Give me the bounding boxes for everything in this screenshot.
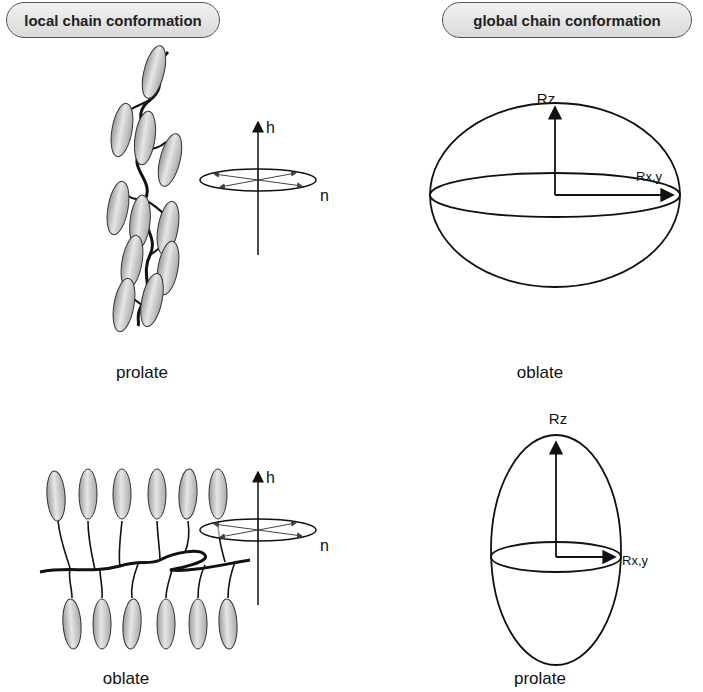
radius-label: Rz: [549, 410, 567, 427]
polymer-chain-oblate: [40, 469, 250, 650]
shape-label: prolate: [514, 669, 566, 689]
oblate-ellipsoid: [430, 103, 680, 287]
radius-label: Rx,y: [636, 169, 662, 184]
radius-label: Rz: [537, 90, 555, 107]
header-text: global chain conformation: [473, 12, 661, 29]
header-text: local chain conformation: [24, 12, 202, 29]
shape-label: oblate: [517, 363, 563, 383]
axis-label: n: [320, 187, 329, 205]
shape-label: oblate: [103, 669, 149, 689]
axis-label: h: [266, 469, 275, 487]
axis-label: n: [320, 537, 329, 555]
header-pill: global chain conformation: [442, 2, 692, 38]
axis-label: h: [266, 119, 275, 137]
director-symbol: [200, 472, 316, 605]
radius-label: Rx,y: [622, 553, 648, 568]
polymer-chain-prolate: [103, 43, 186, 333]
shape-label: prolate: [116, 363, 168, 383]
director-symbol: [200, 122, 316, 255]
header-pill: local chain conformation: [6, 2, 220, 38]
prolate-ellipsoid: [491, 435, 621, 665]
